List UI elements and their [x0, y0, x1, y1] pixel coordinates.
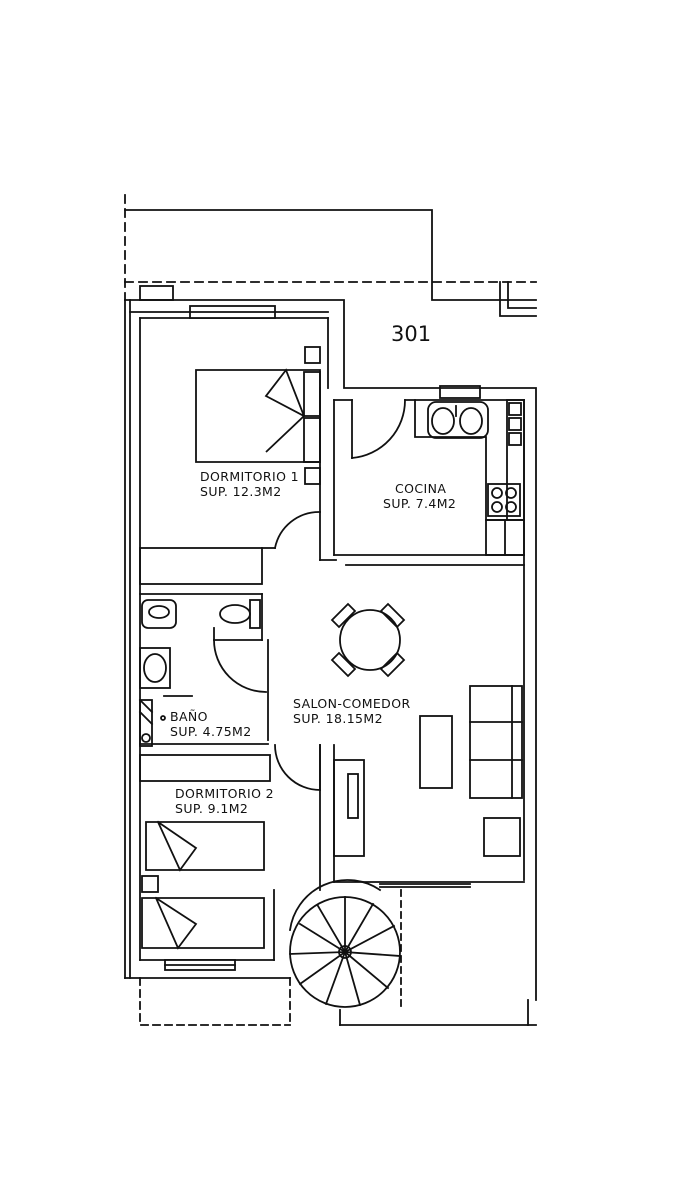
coffee-table: [419, 715, 453, 789]
armchair: [483, 817, 521, 857]
room-name-dormitorio-1: DORMITORIO 1: [200, 469, 299, 484]
room-area-cocina: SUP. 7.4M2: [383, 496, 456, 511]
room-area-salon-comedor: SUP. 18.15M2: [293, 711, 383, 726]
bed-single: [141, 896, 265, 950]
kitchen-appliances: [508, 402, 522, 446]
room-name-salon-comedor: SALON-COMEDOR: [293, 696, 411, 711]
room-name-bano: BAÑO: [170, 709, 208, 724]
room-area-dormitorio-1: SUP. 12.3M2: [200, 484, 282, 499]
upper-terrace: [124, 194, 537, 317]
nightstand: [304, 346, 321, 364]
nightstand: [141, 875, 159, 893]
room-area-bano: SUP. 4.75M2: [170, 724, 252, 739]
bidet-icon: [141, 599, 177, 629]
washbasin-icon: [139, 647, 171, 689]
kitchen-sink: [427, 385, 489, 439]
nightstand: [304, 467, 321, 485]
exterior-walls: [124, 299, 537, 1001]
spiral-staircase-icon: [288, 879, 401, 1008]
room-name-cocina: COCINA: [395, 481, 446, 496]
doors: [213, 399, 406, 791]
sofa-icon: [469, 685, 523, 799]
unit-number: 301: [391, 322, 431, 346]
tv-unit: [333, 759, 365, 857]
shower-icon: [138, 698, 166, 747]
kitchen-counter: [414, 399, 525, 556]
toilet-icon: [219, 599, 261, 629]
stove-icon: [487, 483, 521, 517]
bed-single: [145, 820, 265, 872]
bed-double: [195, 368, 321, 463]
room-area-dormitorio-2: SUP. 9.1M2: [175, 801, 248, 816]
dining-table-icon: [330, 602, 406, 678]
room-name-dormitorio-2: DORMITORIO 2: [175, 786, 274, 801]
